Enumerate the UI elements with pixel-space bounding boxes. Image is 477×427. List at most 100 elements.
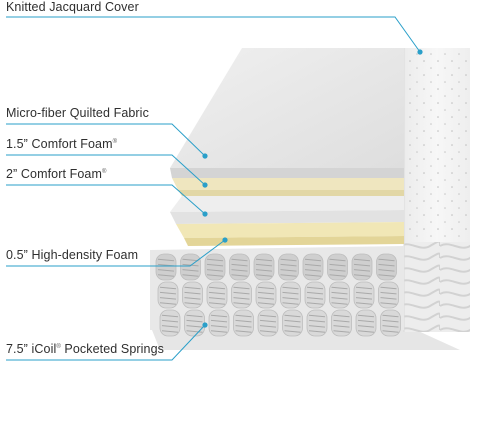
spring-coil-wire xyxy=(255,269,273,272)
spring-coil-wire xyxy=(353,263,371,267)
spring-coil-wire xyxy=(235,319,252,323)
spring-coil-wire xyxy=(186,325,203,328)
spring-coil-wire xyxy=(231,274,248,277)
spring-coil-wire xyxy=(282,291,299,295)
label-micro-fiber-quilted-fabric: Micro-fiber Quilted Fabric xyxy=(6,106,149,120)
layer-quilted-fabric xyxy=(170,48,404,178)
spring-coil-wire xyxy=(161,325,179,328)
leader-dot xyxy=(417,49,423,55)
spring-coil-wire xyxy=(357,314,375,318)
leader-lines xyxy=(6,16,423,361)
cover-panel xyxy=(403,48,470,332)
spring-coil-wire xyxy=(206,269,224,272)
spring-coil-wire xyxy=(304,269,322,272)
spring-coil-wire xyxy=(184,291,201,295)
spring-coil-wire xyxy=(304,258,322,262)
leader-dot xyxy=(202,153,208,159)
spring-coil-wire xyxy=(382,319,399,323)
spring-coil-wire xyxy=(357,325,375,328)
spring-coil-wire xyxy=(284,330,301,333)
spring-coil-wire xyxy=(182,274,199,277)
spring-coil-wire xyxy=(259,319,277,323)
spring-coil-wire xyxy=(210,330,228,333)
layer-high-density-foam xyxy=(176,222,404,246)
spring-coil-wire xyxy=(184,286,201,290)
spring-coil-wire xyxy=(382,330,399,333)
spring-coil-wire xyxy=(282,297,299,300)
spring-coil-wire xyxy=(355,286,373,290)
spring-coil-wire xyxy=(208,302,226,305)
spring-coil-wire xyxy=(161,319,179,323)
spring-coil-wire xyxy=(353,258,371,262)
spring-coil-wire xyxy=(280,269,297,272)
spring-coil-wire xyxy=(280,274,297,277)
spring-coil-wire xyxy=(233,286,250,290)
spring-coil-wire xyxy=(329,263,346,267)
spring-coil-wire xyxy=(357,330,375,333)
leader-line xyxy=(6,123,206,157)
spring-coil-wire xyxy=(380,297,397,300)
leader-dot xyxy=(202,182,208,188)
spring-coil-wire xyxy=(157,258,175,262)
spring-coil-wire xyxy=(184,297,201,300)
spring-coil-wire xyxy=(235,325,252,328)
spring-coil-wire xyxy=(235,314,252,318)
spring-coil-wire xyxy=(282,286,299,290)
spring-coil-wire xyxy=(306,291,324,295)
layer-comfort-foam-1-5 xyxy=(172,178,404,196)
label-knitted-jacquard-cover: Knitted Jacquard Cover xyxy=(6,0,139,14)
spring-coil-wire xyxy=(331,286,348,290)
label-pocketed-springs: 7.5” iCoil® Pocketed Springs xyxy=(6,342,165,356)
spring-coil-wire xyxy=(284,325,301,328)
spring-coil-wire xyxy=(378,274,395,277)
spring-coil-wire xyxy=(382,325,399,328)
spring-coil-wire xyxy=(304,274,322,277)
spring-coil-wire xyxy=(157,274,175,277)
spring-coil-wire xyxy=(380,286,397,290)
spring-coil-wire xyxy=(259,325,277,328)
spring-coil-wire xyxy=(257,302,275,305)
spring-coil-wire xyxy=(186,314,203,318)
spring-coil-wire xyxy=(306,297,324,300)
spring-coil-wire xyxy=(182,258,199,262)
label-comfort-foam-2: 2” Comfort Foam® xyxy=(6,167,107,181)
spring-coil-wire xyxy=(259,314,277,318)
spring-coil-wire xyxy=(355,297,373,300)
spring-coil-wire xyxy=(210,319,228,323)
spring-coil-wire xyxy=(208,291,226,295)
leader-line xyxy=(6,16,421,53)
spring-coil-wire xyxy=(306,286,324,290)
spring-coil-wire xyxy=(257,286,275,290)
spring-coil-wire xyxy=(231,258,248,262)
spring-coil-wire xyxy=(331,302,348,305)
spring-coil-wire xyxy=(378,258,395,262)
spring-coil-wire xyxy=(329,258,346,262)
spring-coil-wire xyxy=(208,297,226,300)
spring-coil-wire xyxy=(333,319,350,323)
spring-coil-wire xyxy=(308,319,326,323)
spring-coil-wire xyxy=(378,269,395,272)
spring-coil-wire xyxy=(282,302,299,305)
spring-coil-wire xyxy=(186,319,203,323)
spring-coil-wire xyxy=(210,314,228,318)
spring-coil-wire xyxy=(257,291,275,295)
spring-coil-wire xyxy=(259,330,277,333)
spring-coil-wire xyxy=(182,269,199,272)
spring-coil-wire xyxy=(280,258,297,262)
leader-line xyxy=(6,184,206,215)
label-high-density-foam: 0.5” High-density Foam xyxy=(6,248,139,262)
spring-coil-wire xyxy=(233,291,250,295)
spring-coil-wire xyxy=(255,263,273,267)
leader-line xyxy=(6,154,206,186)
leader-dot xyxy=(202,211,208,217)
spring-coil-wire xyxy=(284,319,301,323)
spring-coil-wire xyxy=(306,302,324,305)
spring-coil-wire xyxy=(157,269,175,272)
spring-coil-wire xyxy=(308,330,326,333)
spring-coil-wire xyxy=(353,274,371,277)
spring-coil-wire xyxy=(355,291,373,295)
label-comfort-foam-1-5: 1.5” Comfort Foam® xyxy=(6,137,118,151)
spring-coil-wire xyxy=(304,263,322,267)
